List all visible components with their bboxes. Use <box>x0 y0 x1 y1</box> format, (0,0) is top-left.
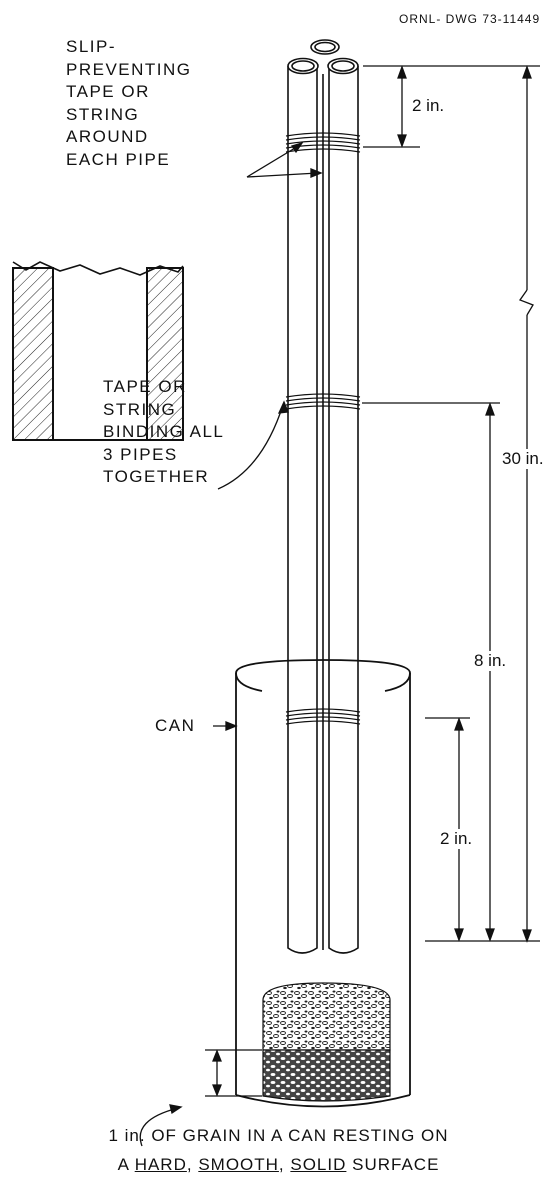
pipe-wall-right <box>146 267 184 441</box>
dimension-overall: 30 in. <box>500 449 546 469</box>
drawing-number: ORNL- DWG 73-11449 <box>399 12 541 26</box>
binding-tape-line: BINDING ALL <box>103 422 225 441</box>
binding-tape-line: STRING <box>103 399 177 419</box>
binding-tape-line: TAPE OR <box>103 377 187 396</box>
caption-suffix: SURFACE <box>346 1155 440 1174</box>
band-bottom <box>285 708 361 725</box>
can-label: CAN <box>155 716 196 735</box>
dimension-top-band: 2 in. <box>410 96 447 116</box>
slip-tape-line: PREVENTING <box>66 59 192 79</box>
binding-tape-line: TOGETHER <box>103 467 210 486</box>
band-top <box>285 132 361 153</box>
can-rim <box>235 659 411 674</box>
band-binding <box>285 393 361 410</box>
caption-hard: HARD <box>134 1155 187 1174</box>
slip-tape-line: AROUND <box>66 127 149 146</box>
pipe-right <box>328 66 359 954</box>
binding-tape-label: TAPE OR STRING BINDING ALL 3 PIPES TOGET… <box>103 376 224 489</box>
dimension-can-rim: 2 in. <box>438 829 475 849</box>
caption-smooth: SMOOTH <box>198 1155 279 1174</box>
caption-line-2: A HARD, SMOOTH, SOLID SURFACE <box>0 1155 557 1175</box>
grain-fill <box>262 982 391 1102</box>
caption-separator: , <box>278 1155 291 1174</box>
dimension-lines <box>205 65 540 1097</box>
caption-solid: SOLID <box>290 1155 347 1174</box>
pipe-wall-left <box>12 267 54 441</box>
can <box>235 659 411 1108</box>
three-pipes <box>287 39 359 954</box>
slip-tape-line: SLIP- <box>66 37 117 56</box>
slip-tape-line: STRING <box>66 104 140 124</box>
caption-prefix: A <box>117 1155 135 1174</box>
caption-separator: , <box>186 1155 199 1174</box>
slip-tape-line: EACH PIPE <box>66 149 171 169</box>
slip-tape-label: SLIP- PREVENTING TAPE OR STRING AROUND E… <box>66 36 192 171</box>
binding-tape-line: 3 PIPES <box>103 444 178 464</box>
dimension-binding-height: 8 in. <box>472 651 509 671</box>
caption-line-1: 1 in. OF GRAIN IN A CAN RESTING ON <box>108 1126 449 1145</box>
slip-tape-line: TAPE OR <box>66 82 150 101</box>
pipe-left <box>287 66 318 954</box>
leader-lines <box>139 141 323 1147</box>
pipe-cross-section <box>12 261 184 441</box>
